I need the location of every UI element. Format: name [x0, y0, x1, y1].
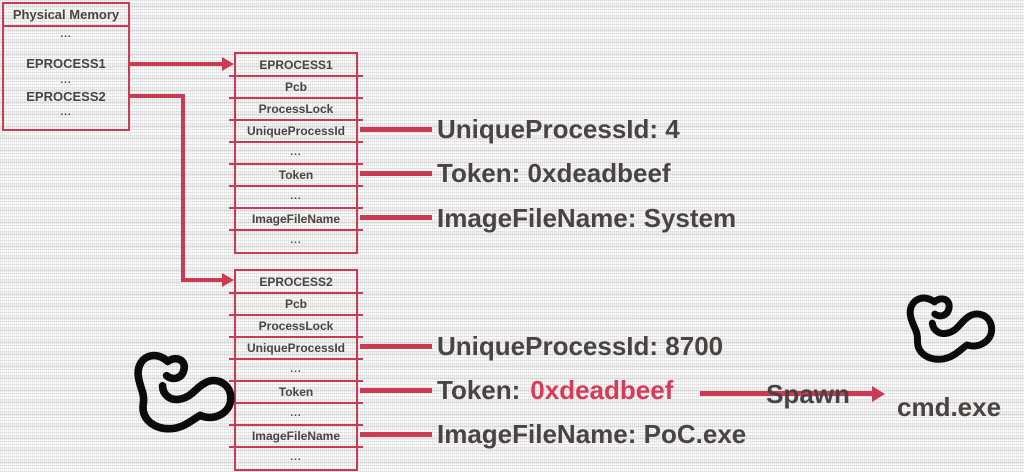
memory-entry-eprocess2: EPROCESS2 — [26, 89, 106, 104]
memory-entry-eprocess1: EPROCESS1 — [26, 56, 106, 71]
connector-eprocess2-line-v — [181, 94, 185, 282]
callout-line-imagefilename-1 — [360, 215, 432, 220]
memory-entry-ellipsis: ... — [60, 29, 72, 40]
callout-line-uniqueprocessid-2 — [360, 344, 432, 349]
callout-line-imagefilename-2 — [360, 432, 432, 437]
spawn-arrow-line — [700, 391, 872, 396]
annotation-system-token: Token: 0xdeadbeef — [437, 158, 671, 188]
eprocess2-header: EPROCESS2 — [259, 275, 333, 289]
struct-row-token: Token — [229, 163, 363, 186]
connector-eprocess2-line-h2 — [181, 278, 222, 282]
struct-row-processlock: ProcessLock — [229, 314, 363, 337]
arrow-right-icon — [222, 273, 234, 287]
struct-row-processlock: ProcessLock — [229, 97, 363, 120]
eprocess2-struct: EPROCESS2 Pcb ProcessLock UniqueProcessI… — [229, 269, 363, 471]
struct-row-pcb: Pcb — [229, 292, 363, 315]
annotation-system-imagefilename: ImageFileName: System — [437, 203, 737, 233]
flexed-bicep-icon — [906, 294, 996, 363]
annotation-poc-pid: UniqueProcessId: 8700 — [437, 331, 724, 361]
arrow-right-icon — [222, 57, 234, 71]
flexed-bicep-icon — [134, 351, 235, 433]
struct-row-ellipsis: ... — [229, 402, 363, 425]
struct-row-imagefilename: ImageFileName — [229, 207, 363, 230]
physical-memory-box: Physical Memory ... EPROCESS1 ... EPROCE… — [2, 2, 130, 131]
memory-entry-ellipsis: ... — [60, 107, 72, 118]
annotation-poc-imagefilename: ImageFileName: PoC.exe — [437, 419, 747, 449]
struct-row-token: Token — [229, 380, 363, 403]
arrow-right-icon — [872, 386, 885, 402]
physical-memory-title: Physical Memory — [4, 4, 128, 27]
callout-line-uniqueprocessid-1 — [360, 127, 432, 132]
struct-row-ellipsis: ... — [229, 446, 363, 469]
eprocess1-struct: EPROCESS1 Pcb ProcessLock UniqueProcessI… — [229, 52, 363, 254]
struct-row-uniqueprocessid: UniqueProcessId — [229, 336, 363, 359]
connector-eprocess1-line — [130, 62, 222, 66]
struct-row-imagefilename: ImageFileName — [229, 424, 363, 447]
callout-line-token-2 — [360, 388, 432, 393]
struct-row-ellipsis: ... — [229, 358, 363, 381]
struct-row-ellipsis: ... — [229, 229, 363, 252]
connector-eprocess2-line-h1 — [130, 94, 185, 98]
annotation-poc-token-value: 0xdeadbeef — [530, 375, 674, 405]
spawn-label: Spawn — [766, 379, 850, 409]
annotation-system-pid: UniqueProcessId: 4 — [437, 114, 680, 144]
annotation-poc-token: Token: 0xdeadbeef — [437, 375, 673, 405]
memory-entry-ellipsis: ... — [60, 75, 72, 86]
struct-row-uniqueprocessid: UniqueProcessId — [229, 119, 363, 142]
eprocess1-header: EPROCESS1 — [259, 58, 333, 72]
struct-row-ellipsis: ... — [229, 141, 363, 164]
struct-row-ellipsis: ... — [229, 185, 363, 208]
struct-row-pcb: Pcb — [229, 75, 363, 98]
annotation-poc-token-label: Token: — [437, 375, 521, 405]
callout-line-token-1 — [360, 171, 432, 176]
cmd-exe-label: cmd.exe — [897, 392, 1002, 422]
